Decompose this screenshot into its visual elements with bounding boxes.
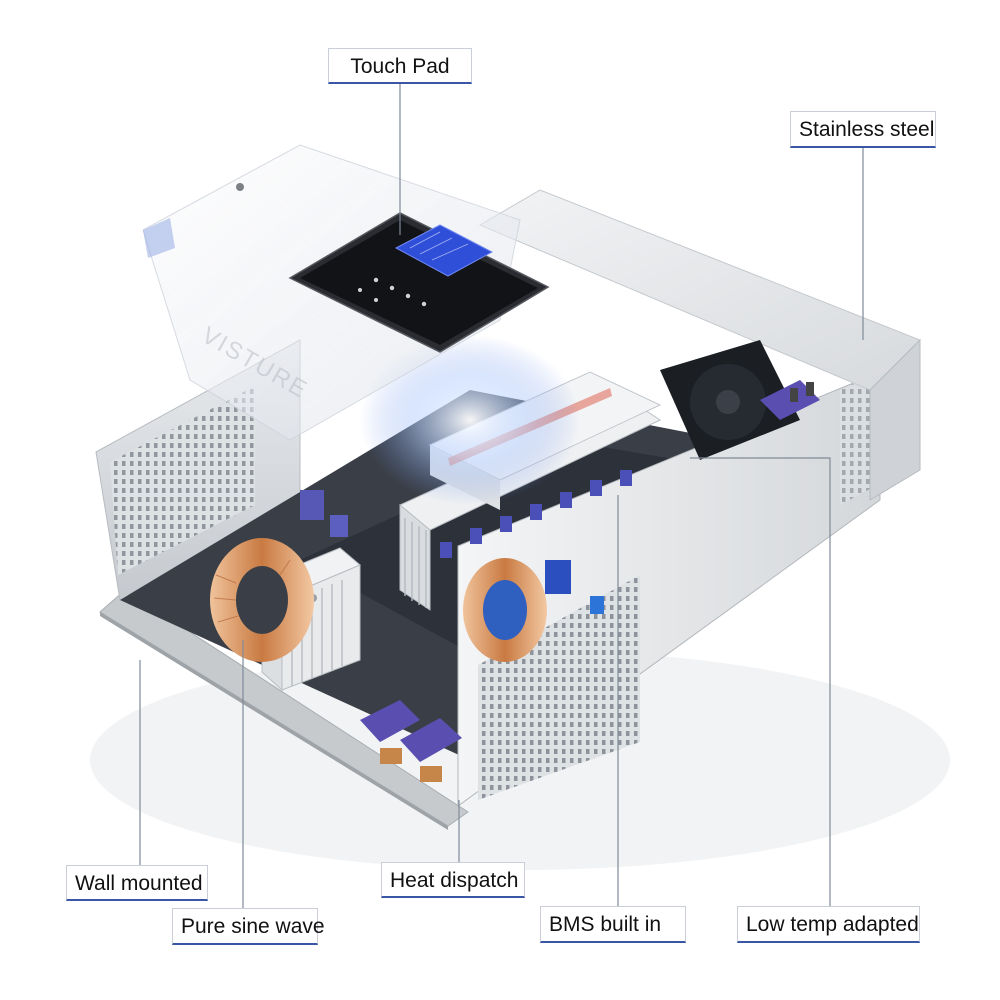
callout-stainless-steel: Stainless steel xyxy=(790,111,936,148)
blue-switch xyxy=(590,596,604,614)
copper-transformer-left xyxy=(210,538,314,662)
callout-pure-sine-wave: Pure sine wave xyxy=(172,908,325,945)
front-vent-grille xyxy=(478,575,640,800)
callout-touch-pad: Touch Pad xyxy=(328,48,472,84)
callout-heat-dispatch: Heat dispatch xyxy=(381,862,525,898)
terminal-blocks xyxy=(360,380,820,782)
copper-transformer-right xyxy=(463,558,547,662)
mount-hole xyxy=(236,183,244,191)
left-vent-grille xyxy=(110,386,255,575)
callout-bms-built-in: BMS built in xyxy=(540,906,686,943)
blue-relay xyxy=(545,560,571,594)
highlight-glow xyxy=(360,335,580,505)
capacitor-bank xyxy=(300,470,632,558)
touch-pad-panel xyxy=(288,212,550,353)
cooling-fan xyxy=(660,340,800,460)
lcd-screen xyxy=(394,224,494,277)
callout-wall-mounted: Wall mounted xyxy=(66,865,208,901)
callout-low-temp-adapted: Low temp adapted xyxy=(737,906,920,943)
leader-lines xyxy=(139,84,864,908)
